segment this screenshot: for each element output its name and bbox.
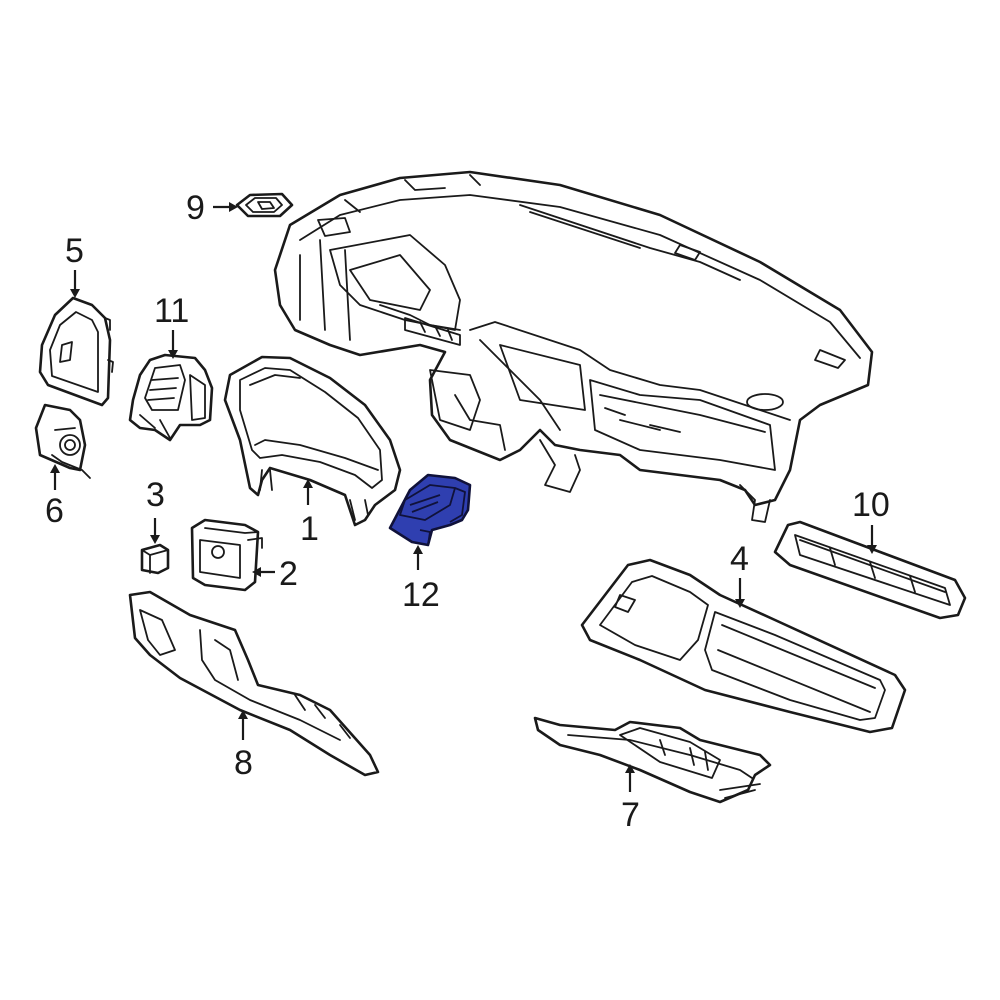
arrowhead-11	[168, 350, 178, 359]
callout-2: 2	[279, 555, 298, 593]
arrowhead-6	[50, 464, 60, 473]
part-9-bezel	[235, 192, 294, 218]
callout-5: 5	[65, 232, 84, 270]
arrowhead-10	[867, 545, 877, 554]
dashboard-panel	[273, 170, 874, 523]
callout-1: 1	[300, 510, 319, 548]
callout-4: 4	[730, 540, 749, 578]
part-7-storage-tray	[533, 716, 772, 804]
callout-11: 11	[154, 292, 189, 330]
part-6-switch-housing	[34, 403, 91, 479]
callout-12: 12	[402, 576, 440, 614]
callout-6: 6	[45, 492, 64, 530]
part-8-lower-trim-panel	[128, 590, 380, 777]
arrowhead-4	[735, 599, 745, 608]
part-4-console-trim	[580, 558, 907, 734]
arrowhead-2	[252, 567, 261, 577]
part-1-instrument-cluster-bezel	[223, 355, 402, 527]
arrowhead-1	[303, 479, 313, 488]
callout-labels: 9 5 6 11 1 12 3 2 8 4 10 7	[45, 189, 890, 834]
part-3-clip	[140, 543, 170, 575]
part-2-bracket	[190, 518, 263, 592]
arrowhead-7	[625, 764, 635, 773]
arrowhead-9	[229, 202, 238, 212]
leader-lines	[50, 202, 877, 792]
arrowhead-8	[238, 710, 248, 719]
part-12-switch-assembly	[388, 473, 472, 547]
arrowhead-3	[150, 535, 160, 544]
callout-8: 8	[234, 744, 253, 782]
callout-7: 7	[621, 796, 640, 834]
part-10-vent-strip	[773, 520, 967, 620]
part-5-trim-panel	[38, 296, 114, 407]
arrowhead-5	[70, 289, 80, 298]
part-11-vent-housing	[128, 353, 214, 442]
callout-3: 3	[146, 476, 165, 514]
callout-9: 9	[186, 189, 205, 227]
arrowhead-12	[413, 545, 423, 554]
callout-10: 10	[852, 486, 890, 524]
